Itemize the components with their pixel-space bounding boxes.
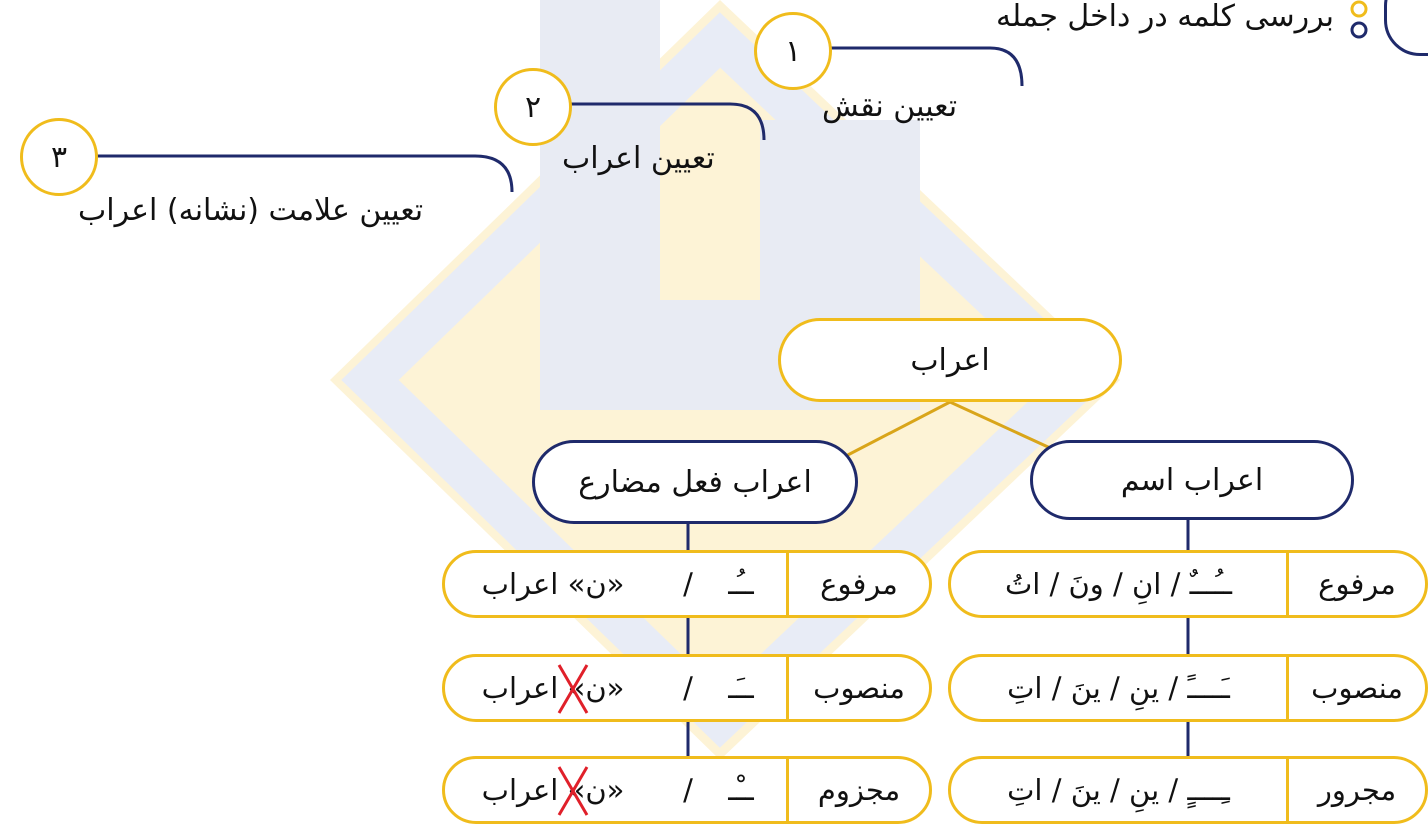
verb-row-marker: ــَـ — [728, 671, 754, 705]
verb-row-slash: / — [683, 671, 693, 705]
verb-row-slash: / — [683, 567, 693, 601]
step-3-number: ۳ — [20, 118, 98, 196]
noun-row-mansub: منصوب ـَــــً / ینِ / ینَ / اتِ — [948, 654, 1428, 722]
noun-row-markers: ــُـــٌ / انِ / ونَ / اتُ — [1004, 567, 1233, 601]
verb-row-case: مجزوم — [817, 773, 901, 807]
cross-mark-icon — [557, 766, 589, 816]
noun-row-case: مجرور — [1317, 773, 1397, 807]
noun-row-markers: ـِــــٍ / ینِ / ینَ / اتِ — [1007, 773, 1230, 807]
row-divider — [786, 553, 789, 615]
step-2-number: ۲ — [494, 68, 572, 146]
verb-row-marker: ــُـ — [728, 567, 754, 601]
root-node: اعراب — [778, 318, 1122, 402]
verb-row-majzum: مجزوم ــْـ / «ن» اعراب — [442, 756, 932, 824]
noun-row-case: منصوب — [1311, 671, 1403, 705]
row-divider — [1286, 657, 1289, 719]
chain-link-icon — [1348, 0, 1370, 47]
verb-row-nun: «ن» اعراب — [481, 567, 625, 601]
noun-row-case: مرفوع — [1318, 567, 1396, 601]
cross-mark-icon — [557, 664, 589, 714]
noun-row-majrur: مجرور ـِــــٍ / ینِ / ینَ / اتِ — [948, 756, 1428, 824]
verb-row-mansub: منصوب ــَـ / «ن» اعراب — [442, 654, 932, 722]
verb-row-marfu: مرفوع ــُـ / «ن» اعراب — [442, 550, 932, 618]
noun-branch-title: اعراب اسم — [1030, 440, 1354, 520]
row-divider — [786, 657, 789, 719]
step-1-label: تعیین نقش — [822, 89, 958, 124]
verb-row-marker: ــْـ — [728, 773, 754, 807]
verb-row-case: منصوب — [813, 671, 905, 705]
row-divider — [1286, 759, 1289, 821]
verb-row-case: مرفوع — [820, 567, 898, 601]
noun-row-marfu: مرفوع ــُـــٌ / انِ / ونَ / اتُ — [948, 550, 1428, 618]
heading-title: بررسی کلمه در داخل جمله — [995, 0, 1334, 34]
step-3-label: تعیین علامت (نشانه) اعراب — [78, 193, 424, 228]
row-divider — [1286, 553, 1289, 615]
step-2-label: تعیین اعراب — [562, 141, 715, 176]
row-divider — [786, 759, 789, 821]
noun-row-markers: ـَــــً / ینِ / ینَ / اتِ — [1007, 671, 1230, 705]
verb-row-nun: «ن» اعراب — [481, 773, 625, 807]
verb-branch-title: اعراب فعل مضارع — [532, 440, 858, 524]
verb-row-nun: «ن» اعراب — [481, 671, 625, 705]
step-1-number: ۱ — [754, 12, 832, 90]
verb-row-slash: / — [683, 773, 693, 807]
